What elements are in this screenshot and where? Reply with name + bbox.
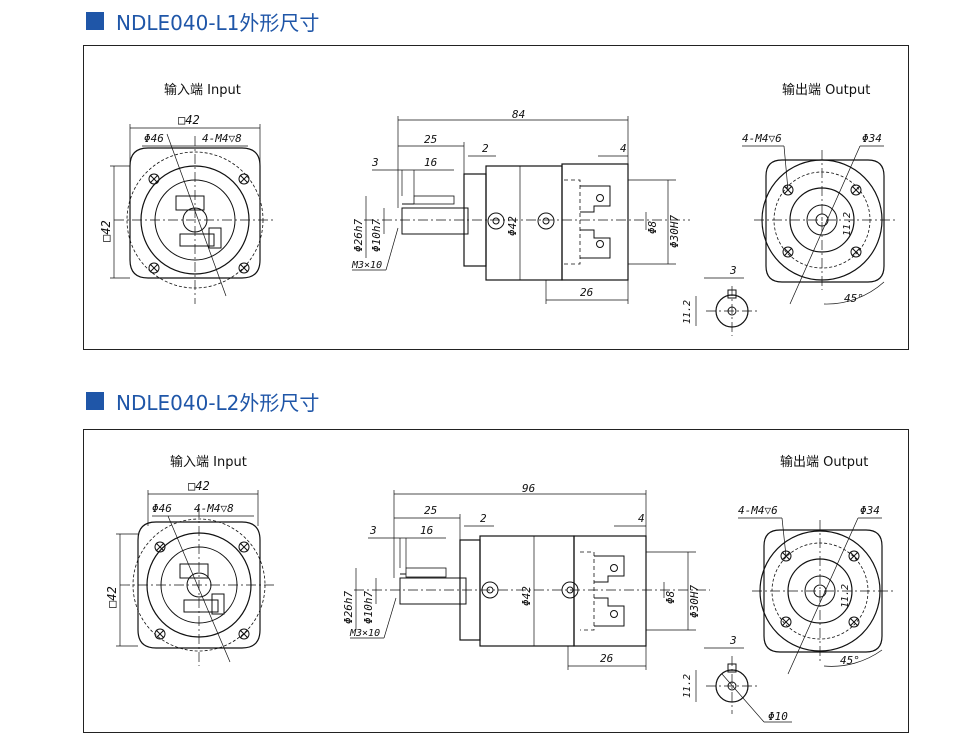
dim-holes-in: 4-M4▽8 <box>194 502 234 515</box>
title-square-icon <box>86 12 104 30</box>
dim-angle: 45° <box>844 292 864 305</box>
dim-holes-out: 4-M4▽6 <box>742 132 782 145</box>
dim-3: 3 <box>371 156 379 169</box>
section-title-text: NDLE040-L1外形尺寸 <box>116 10 320 35</box>
dim-length: 96 <box>522 482 536 495</box>
input-mount-holes <box>148 173 250 274</box>
dim-body42: Φ42 <box>520 586 533 606</box>
output-end-view: 4-M4▽6 Φ34 11.2 45° 3 11.2 Φ10 <box>682 504 894 723</box>
dim-4: 4 <box>620 142 627 155</box>
dim-bore30: Φ30H7 <box>688 585 701 618</box>
input-label: 输入端 Input <box>170 454 247 470</box>
dim-3: 3 <box>369 524 377 537</box>
dim-pcd-out: Φ34 <box>862 132 882 145</box>
dim-26: 26 <box>580 286 594 299</box>
output-label: 输出端 Output <box>782 82 870 98</box>
input-end-view: □42 Φ46 4-M4▽8 □42 <box>99 113 274 304</box>
dim-2: 2 <box>482 142 489 155</box>
input-label: 输入端 Input <box>164 82 241 98</box>
drawing-l1: 输入端 Input 输出端 Output □42 Φ46 4-M4▽8 <box>99 82 896 336</box>
dim-key3: 3 <box>729 634 737 647</box>
dim-holes-out: 4-M4▽6 <box>738 504 778 517</box>
drawing-l2: 输入端 Input 输出端 Output □42 Φ46 4-M4▽8 □42 <box>105 454 894 723</box>
output-end-view: 4-M4▽6 Φ34 11.2 45° 3 11.2 <box>682 132 896 336</box>
side-view: 84 25 2 3 16 4 Φ26h7 Φ10h7 Φ42 Φ8 Φ30H7 … <box>351 108 690 304</box>
drawing-panel-l2: 输入端 Input 输出端 Output □42 Φ46 4-M4▽8 □42 <box>83 429 909 733</box>
section-title-l1: NDLE040-L1外形尺寸 <box>86 8 320 35</box>
clamp-screw-head <box>208 227 222 249</box>
dim-length: 84 <box>512 108 525 121</box>
dim-16: 16 <box>424 156 438 169</box>
dim-m3: M3×10 <box>351 260 382 271</box>
input-flange-outline <box>129 147 261 279</box>
dim-bore8: Φ8 <box>646 220 659 234</box>
dim-square: □42 <box>188 479 210 493</box>
dim-pcd-in: Φ46 <box>144 132 164 145</box>
dim-m3: M3×10 <box>349 628 380 639</box>
dim-angle: 45° <box>840 654 860 667</box>
key-slot <box>413 195 455 205</box>
title-square-icon <box>86 392 104 410</box>
dim-square: □42 <box>178 113 200 127</box>
input-end-view: □42 Φ46 4-M4▽8 □42 <box>105 479 276 666</box>
dim-16: 16 <box>420 524 434 537</box>
dim-pcd-out: Φ34 <box>860 504 880 517</box>
dim-key3: 3 <box>729 264 737 277</box>
dim-key112-top: 11.2 <box>840 584 851 608</box>
drawing-panel-l1: 输入端 Input 输出端 Output □42 Φ46 4-M4▽8 <box>83 45 909 350</box>
dim-shaft10: Φ10h7 <box>370 219 383 252</box>
dim-2: 2 <box>480 512 487 525</box>
dim-side: □42 <box>99 220 113 242</box>
dim-25: 25 <box>424 133 437 146</box>
dim-25: 25 <box>424 504 437 517</box>
dim-shaft10: Φ10h7 <box>362 591 375 624</box>
dim-body42: Φ42 <box>506 216 519 236</box>
dim-shaft26: Φ26h7 <box>352 219 365 252</box>
dim-bore8: Φ8 <box>664 590 677 604</box>
clamp-block-bottom <box>179 233 215 247</box>
dim-key112-top: 11.2 <box>842 212 853 236</box>
clamp-block-top <box>175 195 205 211</box>
dim-key112: 11.2 <box>682 300 693 324</box>
side-view: 96 25 2 3 16 4 Φ26h7 Φ10h7 Φ42 Φ8 Φ30H7 … <box>342 482 710 670</box>
dim-4: 4 <box>638 512 645 525</box>
section-title-text: NDLE040-L2外形尺寸 <box>116 390 320 415</box>
output-label: 输出端 Output <box>780 454 868 470</box>
dim-bore30: Φ30H7 <box>668 215 681 248</box>
dim-side: □42 <box>105 586 119 608</box>
dim-shaft-dia: Φ10 <box>768 710 788 723</box>
dim-26: 26 <box>600 652 614 665</box>
section-title-l2: NDLE040-L2外形尺寸 <box>86 388 320 415</box>
dim-pcd-in: Φ46 <box>152 502 172 515</box>
dim-holes-in: 4-M4▽8 <box>202 132 242 145</box>
dim-key112: 11.2 <box>682 674 693 698</box>
dim-shaft26: Φ26h7 <box>342 591 355 624</box>
